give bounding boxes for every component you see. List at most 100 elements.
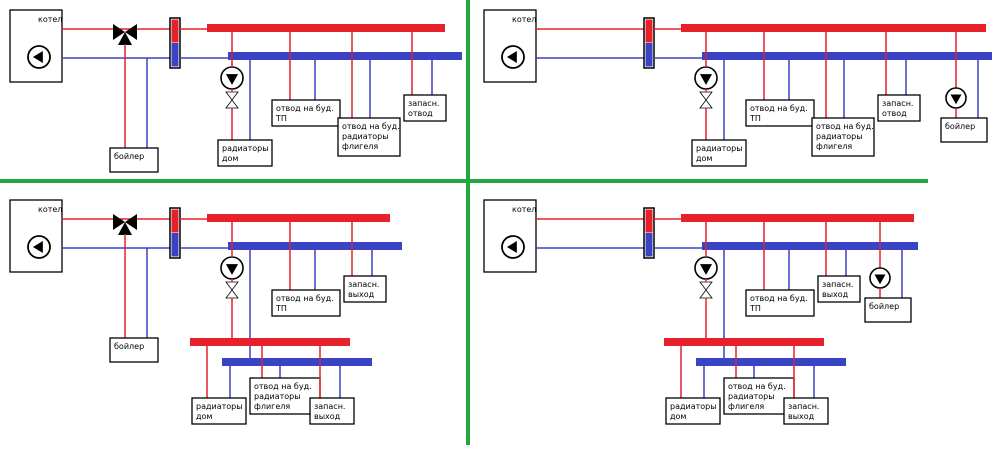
separator-cold-half [645,43,653,67]
floor-heating-branch-label-line: ТП [749,114,761,123]
floor-heating-branch-label: отвод на буд.ТП [749,104,808,123]
spare-branch-label: запасн.отвод [882,99,913,118]
radiators-house-label-line: радиаторы [222,144,269,153]
water-heater-label: бойлер [945,122,975,131]
wing-radiators-branch-label-line: флигеля [728,402,764,411]
second-supply-manifold [190,338,350,346]
separator-cold-half [645,233,653,257]
supply-manifold [681,214,914,222]
water-heater-box [864,297,912,323]
wing-radiators-branch-label-line: флигеля [254,402,290,411]
wing-radiators-branch-box [337,117,401,157]
floor-heating-branch-label-line: ТП [749,304,761,313]
spare-branch-box [343,275,387,303]
pump-arrow-icon [699,74,713,85]
pump-arrow-icon [225,74,239,85]
pump-arrow-icon [225,264,239,275]
check-valve-icon [699,289,713,299]
radiators-house-box [191,397,247,425]
radiators-house-box [665,397,721,425]
check-valve-icon [225,99,239,109]
floor-heating-branch-label: отвод на буд.ТП [749,294,808,313]
check-valve-icon [225,289,239,299]
separator-hot-half [171,19,179,43]
spare-branch-label-line: запасн. [882,99,913,108]
floor-heating-branch-label-line: отвод на буд. [276,294,334,303]
check-valve-icon [225,281,239,291]
boiler-pump-arrow-icon [32,50,43,64]
boiler-unit-label-line: котел [38,15,62,24]
boiler-pump-arrow-icon [506,50,517,64]
spare-branch-label: запасн.выход [348,280,379,299]
boiler-unit-label-line: котел [512,205,536,214]
wing-radiators-branch-box [811,117,875,157]
second-supply-manifold [664,338,824,346]
pump-arrow-icon [874,274,886,285]
return-manifold [228,52,462,60]
spare-branch-label-line: выход [822,290,849,299]
wing-radiators-branch-label-line: флигеля [342,142,378,151]
wing-radiators-branch-box [723,377,795,415]
spare-branch-label: запасн.отвод [408,99,439,118]
check-valve-icon [699,281,713,291]
wing-radiators-branch-label-line: радиаторы [254,392,301,401]
supply-manifold [207,24,445,32]
spare-branch-label-line: запасн. [348,280,379,289]
spare-branch-label-line: отвод [882,109,907,118]
water-heater-label-line: бойлер [114,152,144,161]
floor-heating-branch-label: отвод на буд.ТП [275,104,334,123]
floor-heating-branch-label-line: ТП [275,114,287,123]
spare-branch-box [877,94,921,122]
wing-radiators-branch-label-line: отвод на буд. [728,382,786,391]
boiler-pump-arrow-icon [506,240,517,254]
three-way-valve-icon [113,24,125,40]
separator-hot-half [645,19,653,43]
boiler-unit-label-line: котел [38,205,62,214]
spare-branch-label-line: запасн. [822,280,853,289]
floor-heating-branch-label-line: ТП [275,304,287,313]
boiler-unit-label: котел [38,15,62,24]
wing-radiators-branch-box [249,377,321,415]
check-valve-icon [699,91,713,101]
wing-radiators-branch-label-line: отвод на буд. [816,122,874,131]
floor-heating-branch-label-line: отвод на буд. [750,294,808,303]
water-heater-label: бойлер [114,152,144,161]
radiators-house-label-line: дом [196,412,212,421]
check-valve-icon [225,91,239,101]
floor-heating-branch-box [271,289,341,317]
three-way-valve-icon [118,222,132,235]
spare-branch-box [403,94,447,122]
spare-outlet-label-line: запасн. [314,402,345,411]
radiators-house-label-line: радиаторы [196,402,243,411]
wing-radiators-branch-label-line: флигеля [816,142,852,151]
water-heater-label-line: бойлер [945,122,975,131]
radiators-house-label-line: дом [670,412,686,421]
floor-heating-branch-box [745,99,815,127]
return-manifold [702,52,992,60]
wing-radiators-branch-label-line: отвод на буд. [342,122,400,131]
return-manifold [228,242,402,250]
spare-outlet-label: запасн.выход [314,402,345,421]
radiators-house-label-line: радиаторы [670,402,717,411]
boiler-unit-label: котел [512,15,536,24]
three-way-valve-icon [125,24,137,40]
floor-heating-branch-box [745,289,815,317]
water-heater-label-line: бойлер [114,342,144,351]
floor-heating-branch-box [271,99,341,127]
boiler-unit-label: котел [38,205,62,214]
wing-radiators-branch-label-line: радиаторы [816,132,863,141]
water-heater-label: бойлер [869,302,899,311]
spare-branch-label-line: выход [348,290,375,299]
check-valve-icon [699,99,713,109]
wing-radiators-branch-label-line: радиаторы [342,132,389,141]
three-way-valve-icon [125,214,137,230]
